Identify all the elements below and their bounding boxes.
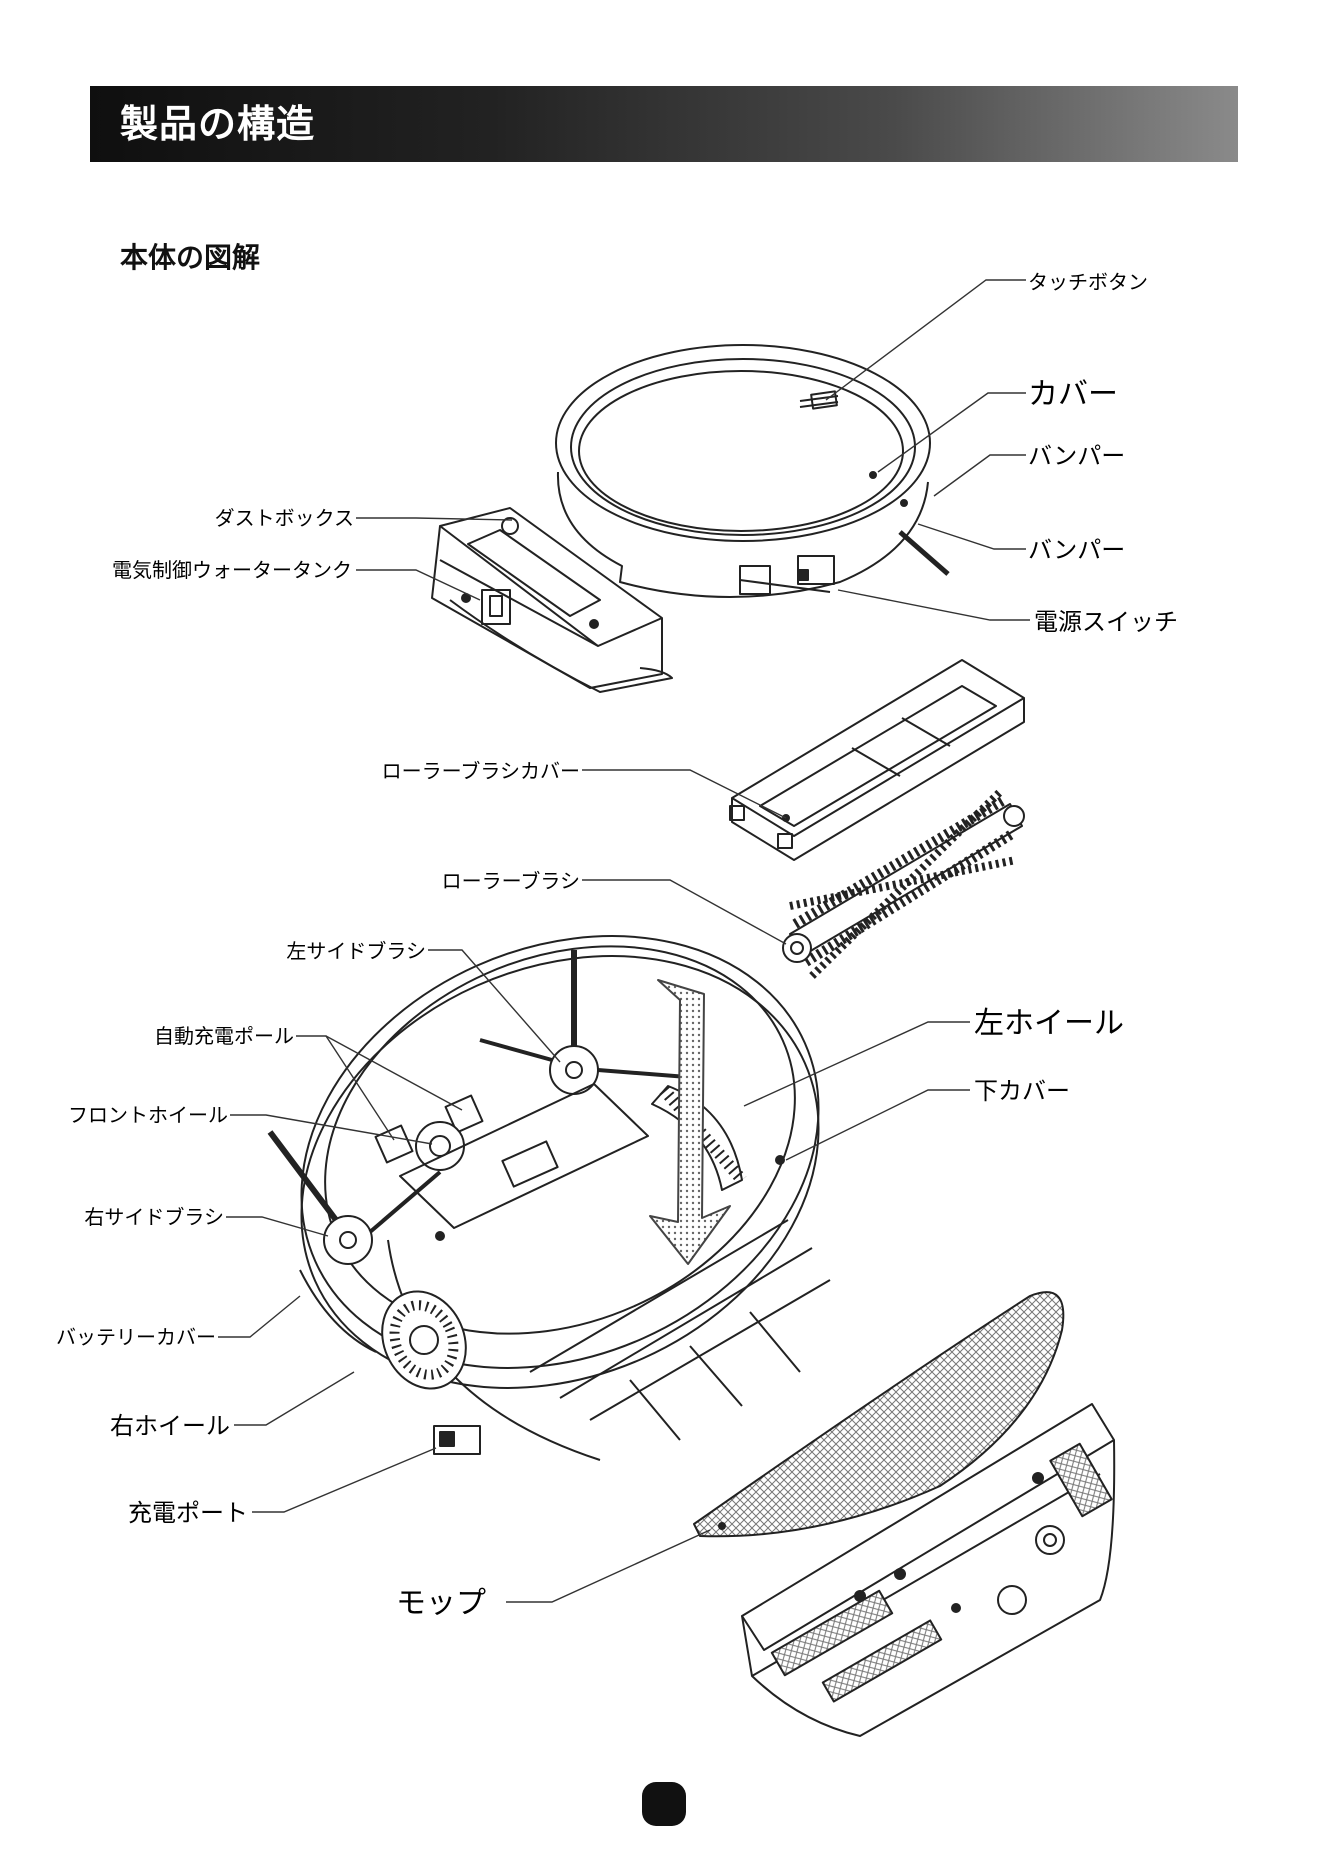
- leader-right-wheel: [234, 1372, 354, 1425]
- label-bumper-lower: バンパー: [1028, 536, 1125, 564]
- dust-box-unit: [432, 508, 672, 692]
- leader-charge-port: [252, 1448, 436, 1512]
- label-bumper-upper: バンパー: [1028, 442, 1125, 470]
- leader-bumper-lower: [918, 524, 1026, 549]
- top-cover-unit: [556, 345, 948, 597]
- label-power-switch: 電源スイッチ: [1034, 608, 1178, 636]
- label-roller-brush-cover: ローラーブラシカバー: [382, 759, 580, 783]
- leader-water-tank: [356, 570, 480, 600]
- leader-mop: [506, 1530, 710, 1602]
- label-auto-charge-pole: 自動充電ポール: [154, 1024, 294, 1048]
- label-right-side-brush: 右サイドブラシ: [84, 1205, 224, 1229]
- label-bottom-cover: 下カバー: [974, 1077, 1070, 1105]
- label-cover: カバー: [1028, 377, 1118, 412]
- label-right-wheel: 右ホイール: [110, 1412, 230, 1440]
- label-charge-port: 充電ポート: [128, 1499, 248, 1527]
- mop-unit: [694, 1292, 1114, 1736]
- label-dust-box: ダストボックス: [215, 506, 354, 530]
- label-roller-brush: ローラーブラシ: [442, 869, 580, 893]
- label-touch-button: タッチボタン: [1028, 270, 1148, 294]
- label-front-wheel: フロントホイール: [68, 1103, 228, 1127]
- leader-bumper-upper: [934, 455, 1026, 496]
- leader-battery-cover: [218, 1296, 300, 1337]
- label-battery-cover: バッテリーカバー: [56, 1325, 216, 1349]
- label-mop: モップ: [396, 1586, 486, 1621]
- label-left-wheel: 左ホイール: [974, 1006, 1124, 1041]
- leader-roller-brush: [582, 880, 786, 944]
- label-water-tank: 電気制御ウォータータンク: [112, 558, 352, 582]
- page-number-badge: [642, 1782, 686, 1826]
- label-left-side-brush: 左サイドブラシ: [286, 939, 426, 963]
- leader-power-switch: [838, 590, 1030, 620]
